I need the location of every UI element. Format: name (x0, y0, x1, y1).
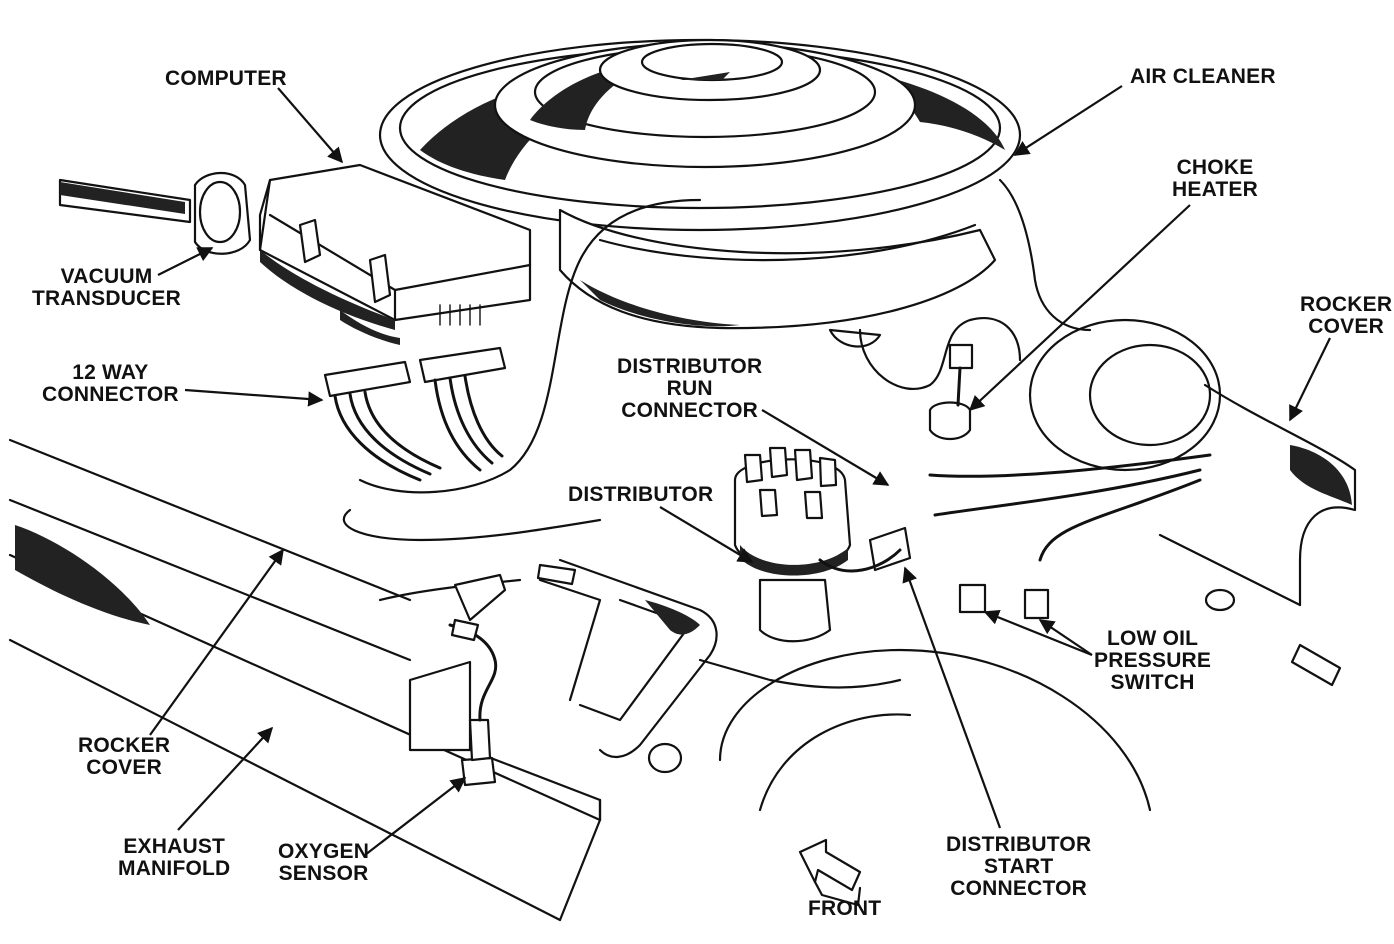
leader-exhaust-manifold (177, 726, 274, 831)
label-distributor-run-connector: DISTRIBUTOR RUN CONNECTOR (617, 355, 763, 422)
leader-low-oil-pressure-switch (983, 610, 1093, 657)
leader-rocker-cover-left (149, 548, 284, 736)
label-exhaust-manifold: EXHAUST MANIFOLD (118, 835, 231, 880)
oxygen-sensor-drawing (378, 563, 577, 787)
leader-distributor-start-connector (902, 566, 1002, 829)
leader-distributor (659, 506, 754, 563)
twelve-way-connector-drawing (323, 198, 702, 542)
leader-vacuum-transducer (157, 247, 214, 276)
label-front: FRONT (808, 897, 882, 920)
leader-lines (149, 85, 1331, 856)
label-oxygen-sensor: OXYGEN SENSOR (278, 840, 370, 885)
label-air-cleaner: AIR CLEANER (1130, 65, 1276, 88)
label-vacuum-transducer: VACUUM TRANSDUCER (32, 265, 181, 310)
air-cleaner-drawing (378, 38, 1022, 348)
leader-rocker-cover-right (1289, 337, 1331, 422)
label-rocker-cover-right: ROCKER COVER (1300, 293, 1393, 338)
label-distributor: DISTRIBUTOR (568, 483, 714, 506)
label-computer: COMPUTER (165, 67, 287, 90)
vacuum-transducer-drawing (58, 171, 252, 255)
label-distributor-start-connector: DISTRIBUTOR START CONNECTOR (946, 833, 1092, 900)
rocker-cover-left-drawing (8, 438, 602, 922)
leader-oxygen-sensor (364, 777, 467, 856)
leader-twelve-way-connector (184, 388, 324, 407)
label-rocker-cover-left: ROCKER COVER (78, 734, 171, 779)
leader-distributor-run-connector (761, 409, 890, 486)
label-twelve-way-connector: 12 WAY CONNECTOR (42, 361, 179, 406)
leader-low-oil-pressure-switch-2 (1038, 619, 1093, 656)
distributor-drawing (733, 446, 912, 643)
leader-choke-heater (968, 204, 1191, 412)
leader-computer (277, 87, 344, 164)
front-direction-arrow-icon (798, 838, 862, 907)
label-low-oil-pressure-switch: LOW OIL PRESSURE SWITCH (1094, 627, 1212, 694)
intake-area-drawing (538, 558, 1152, 812)
rocker-cover-right-drawing (1158, 383, 1357, 607)
leader-air-cleaner (1013, 85, 1123, 156)
label-choke-heater: CHOKE HEATER (1172, 156, 1258, 201)
computer-module-drawing (258, 163, 532, 345)
